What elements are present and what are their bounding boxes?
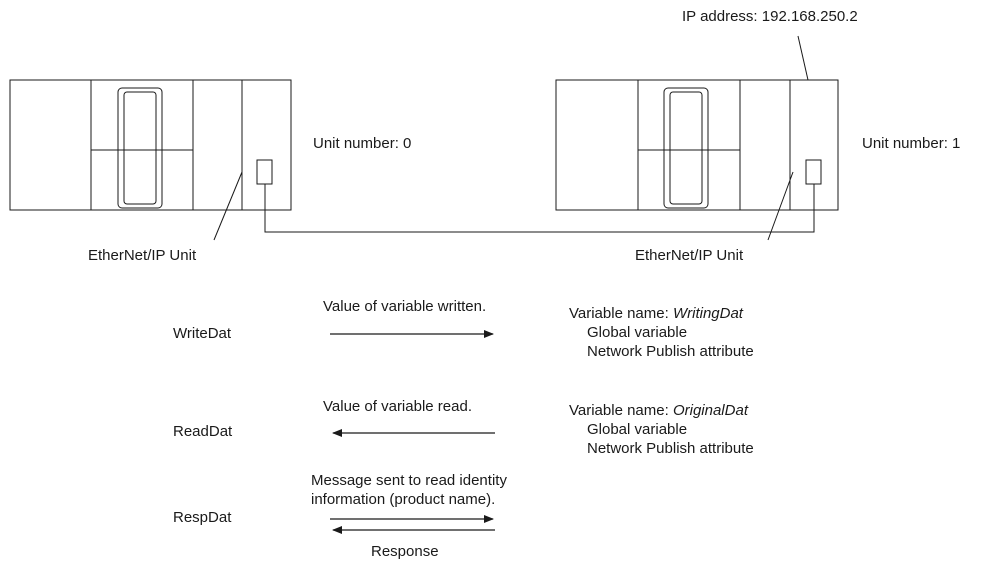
- leader-line-ip: [797, 35, 809, 81]
- unit-number-left-label: Unit number: 0: [313, 135, 412, 152]
- resp-action-line2: information (product name).: [311, 491, 496, 508]
- resp-operation-label: RespDat: [173, 509, 232, 526]
- read-operation-label: ReadDat: [173, 423, 233, 440]
- unit-label-right: EtherNet/IP Unit: [635, 247, 744, 264]
- read-variable-scope: Global variable: [587, 421, 688, 438]
- resp-action-line1: Message sent to read identity: [311, 472, 507, 489]
- leader-line-right-unit: [767, 171, 794, 241]
- unit-label-left: EtherNet/IP Unit: [88, 247, 197, 264]
- ethernet-port-right: [805, 159, 822, 185]
- write-variable-scope: Global variable: [587, 324, 688, 341]
- write-variable-name: Variable name: WritingDat: [569, 305, 743, 322]
- write-variable-attribute: Network Publish attribute: [587, 343, 754, 360]
- write-action-label: Value of variable written.: [323, 298, 487, 315]
- read-action-label: Value of variable read.: [323, 398, 472, 415]
- controller-left: [9, 79, 292, 211]
- ip-address-label: IP address: 192.168.250.2: [682, 8, 858, 25]
- read-variable-name: Variable name: OriginalDat: [569, 402, 748, 419]
- controller-right: [555, 79, 839, 211]
- response-label: Response: [371, 543, 439, 560]
- read-variable-attribute: Network Publish attribute: [587, 440, 754, 457]
- network-cable: [264, 184, 815, 233]
- ethernet-port-left: [256, 159, 273, 185]
- unit-number-right-label: Unit number: 1: [862, 135, 961, 152]
- leader-line-left-unit: [213, 171, 243, 241]
- write-operation-label: WriteDat: [173, 325, 232, 342]
